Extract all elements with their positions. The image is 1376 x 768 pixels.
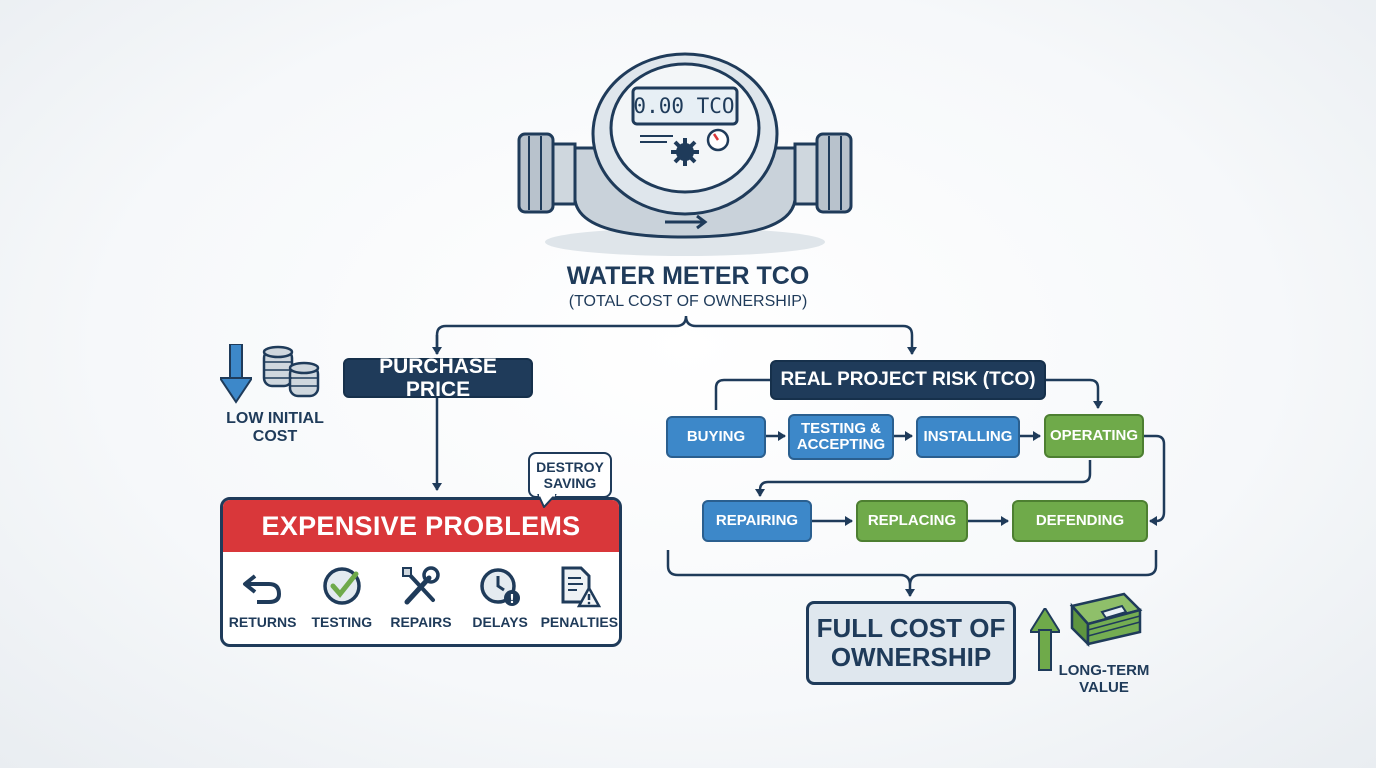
problem-item-repairs: REPAIRS [383,564,459,630]
value-line-1: LONG-TERM [1058,662,1150,679]
expensive-problems-title: EXPENSIVE PROBLEMS [223,500,619,552]
coins-stack-icon [262,345,320,398]
full-cost-line-1: FULL COST OF [816,613,1006,644]
low-cost-line-1: LOW INITIAL [226,410,324,427]
callout-line-1: DESTROY [536,458,604,475]
step-label-line-1: TESTING & [800,419,881,437]
callout-tail [537,494,557,508]
full-cost-line-2: OWNERSHIP [830,642,992,672]
step-testing-accepting: TESTING & ACCEPTING [788,414,894,460]
low-cost-line-2: COST [252,428,298,446]
problem-item-returns: RETURNS [225,564,301,630]
document-warning-icon [561,566,602,608]
wrench-screwdriver-icon [401,566,440,605]
check-circle-icon [323,567,361,605]
clock-warning-icon: ! [480,568,521,606]
problem-item-penalties: PENALTIES [540,564,619,630]
expensive-problems-panel: EXPENSIVE PROBLEMS RETURNS TESTING REPAI [220,497,622,647]
diagram-subtitle: (TOTAL COST OF OWNERSHIP) [568,293,808,310]
cash-stack-icon [1069,592,1143,648]
up-arrow-icon [1030,608,1060,671]
meter-display-readout: 0.00 TCO [633,93,735,118]
problem-label: PENALTIES [540,614,619,630]
low-initial-cost-label: LOW INITIAL COST [210,410,340,447]
step-defending: DEFENDING [1012,500,1148,542]
problem-label: RETURNS [228,614,297,630]
down-arrow-icon [220,344,252,404]
step-installing: INSTALLING [916,416,1020,458]
full-cost-of-ownership-box: FULL COST OF OWNERSHIP [806,601,1016,685]
problem-item-testing: TESTING [304,564,380,630]
purchase-price-box: PURCHASE PRICE [343,355,533,401]
step-replacing: REPLACING [856,500,968,542]
real-project-risk-box: REAL PROJECT RISK (TCO) [770,360,1046,400]
value-line-2: VALUE [1079,679,1129,697]
destroy-saving-callout: DESTROY SAVING [528,452,612,498]
problem-item-delays: ! DELAYS [462,564,538,630]
diagram-title: WATER METER TCO [566,262,810,290]
step-buying: BUYING [666,416,766,458]
return-arrow-icon [242,574,281,604]
long-term-value-label: LONG-TERM VALUE [1048,662,1160,697]
problem-label: REPAIRS [390,614,452,630]
step-label-line-2: ACCEPTING [796,436,886,453]
step-operating: OPERATING [1044,414,1144,458]
callout-line-2: SAVING [543,475,597,491]
water-meter-illustration [517,52,853,256]
step-repairing: REPAIRING [702,500,812,542]
problem-label: DELAYS [472,614,528,630]
svg-text:!: ! [509,592,514,606]
problem-label: TESTING [311,614,373,630]
